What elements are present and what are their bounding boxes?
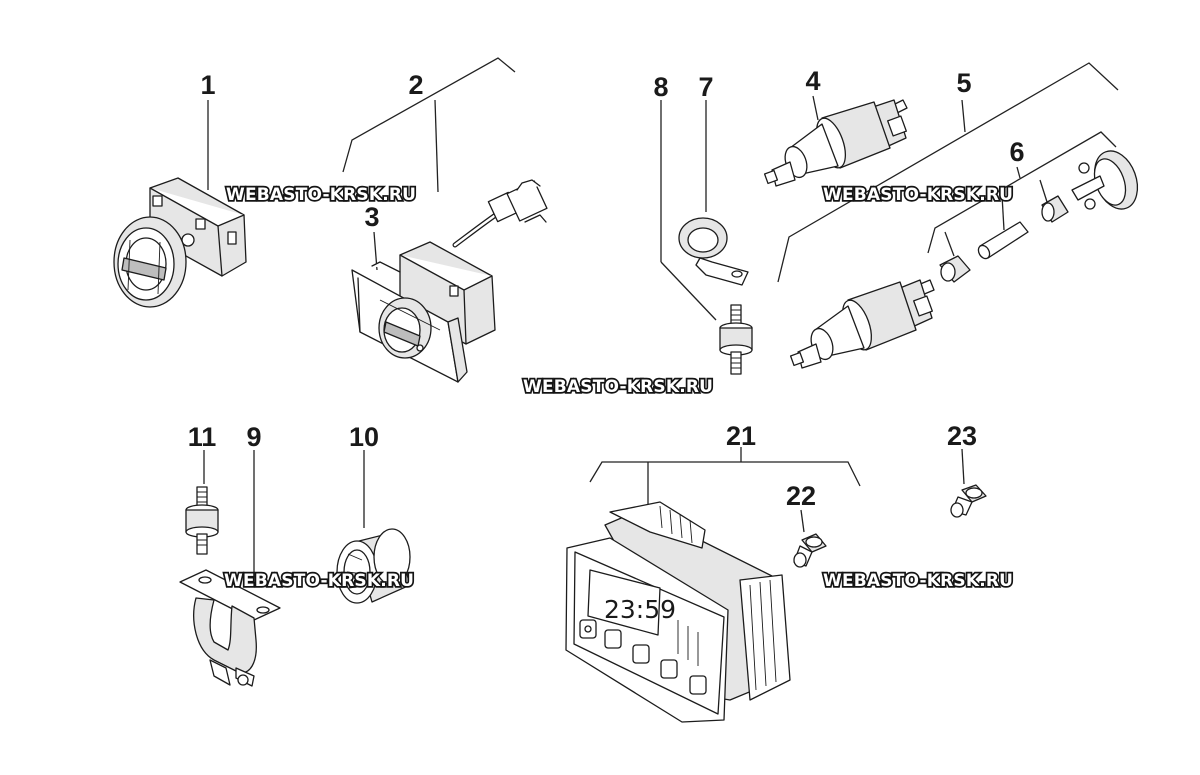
callout-7: 7 <box>698 72 713 102</box>
part-5-fuel-pump <box>789 279 935 369</box>
part-4-fuel-pump <box>763 99 908 187</box>
part-11-rubber-mount <box>185 486 219 555</box>
part-6-hose-kit <box>939 150 1139 283</box>
callout-6: 6 <box>1009 137 1024 167</box>
callout-4: 4 <box>805 66 820 96</box>
watermarks: WEBASTO-KRSK.RU WEBASTO-KRSK.RU WEBASTO-… <box>222 183 1014 592</box>
callout-5: 5 <box>956 68 971 98</box>
callout-1: 1 <box>200 70 215 100</box>
callout-3: 3 <box>364 202 379 232</box>
part-22-bulb <box>793 533 827 568</box>
part-7-clip <box>678 217 749 286</box>
callout-10: 10 <box>349 422 379 452</box>
callout-22: 22 <box>786 481 816 511</box>
part-10-sleeve <box>336 528 411 604</box>
callout-8: 8 <box>653 72 668 102</box>
callout-numbers: 1 2 3 4 5 6 7 8 9 10 11 21 22 23 <box>188 66 1025 511</box>
callout-11: 11 <box>188 422 217 452</box>
part-8-rubber-mount <box>719 304 753 375</box>
watermark-1: WEBASTO-KRSK.RU <box>226 185 416 205</box>
part-9-bracket-clamp <box>179 569 281 687</box>
callout-23: 23 <box>947 421 977 451</box>
part-21-timer: 23:59 <box>565 501 791 723</box>
timer-display: 23:59 <box>604 595 676 624</box>
callout-21: 21 <box>726 421 756 451</box>
callout-2: 2 <box>408 70 423 100</box>
part-23-bulb <box>950 484 987 518</box>
part-2-3-switch-assembly <box>351 179 548 383</box>
part-1-rotary-switch <box>113 177 247 308</box>
watermark-2: WEBASTO-KRSK.RU <box>823 185 1013 205</box>
leader-lines <box>203 57 1119 573</box>
watermark-5: WEBASTO-KRSK.RU <box>823 571 1013 591</box>
watermark-3: WEBASTO-KRSK.RU <box>523 377 713 397</box>
watermark-4: WEBASTO-KRSK.RU <box>224 571 414 591</box>
callout-9: 9 <box>246 422 261 452</box>
